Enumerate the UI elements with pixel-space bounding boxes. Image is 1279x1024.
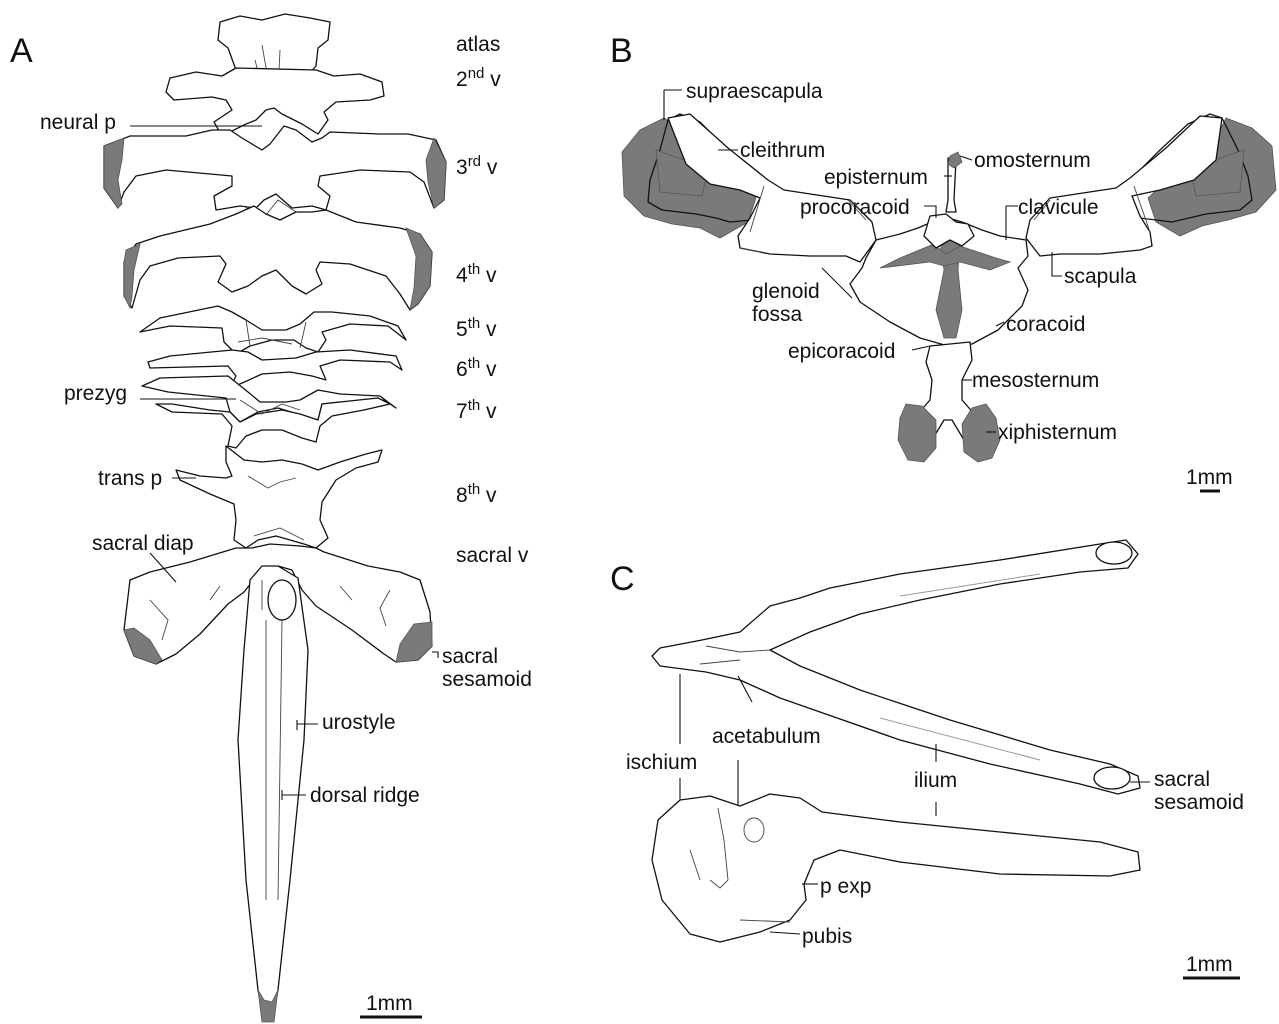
vertebra-label-5: 5th v: [456, 316, 497, 340]
label-sacral-sesamoid-a: sacral sesamoid: [442, 645, 532, 691]
vertebra-label-atlas: atlas: [456, 34, 500, 55]
vertebra-label-2: 2nd v: [456, 66, 501, 90]
label-coracoid: coracoid: [1006, 314, 1085, 335]
vertebral-column-drawing: [104, 14, 446, 1022]
label-epicoracoid: epicoracoid: [788, 341, 895, 362]
vertebra-label-3: 3rd v: [456, 154, 497, 178]
label-acetabulum: acetabulum: [712, 726, 821, 747]
label-clavicule: clavicule: [1018, 197, 1099, 218]
label-procoracoid: procoracoid: [800, 197, 910, 218]
label-omosternum: omosternum: [974, 150, 1091, 171]
label-dorsal-ridge: dorsal ridge: [310, 785, 420, 806]
label-transverse-process: trans p: [98, 468, 162, 489]
label-scapula: scapula: [1064, 266, 1136, 287]
label-xiphisternum: xiphisternum: [998, 422, 1117, 443]
panel-label-a: A: [10, 34, 33, 68]
label-sacral-diapophysis: sacral diap: [92, 533, 194, 554]
label-sacral-sesamoid-c: sacral sesamoid: [1154, 768, 1244, 814]
label-urostyle: urostyle: [322, 712, 396, 733]
vertebra-label-sacral: sacral v: [456, 545, 528, 566]
scale-label-b: 1mm: [1186, 467, 1233, 488]
vertebra-label-7: 7th v: [456, 398, 497, 422]
label-ilium: ilium: [914, 770, 957, 791]
label-mesosternum: mesosternum: [972, 370, 1099, 391]
vertebra-label-8: 8th v: [456, 482, 497, 506]
label-glenoid-fossa: glenoid fossa: [752, 280, 820, 326]
label-episternum: episternum: [824, 167, 928, 188]
label-cleithrum: cleithrum: [740, 140, 825, 161]
vertebra-label-4: 4th v: [456, 262, 497, 286]
scale-label-a: 1mm: [366, 993, 413, 1014]
label-ischium: ischium: [626, 752, 697, 773]
panel-label-c: C: [610, 562, 635, 596]
pectoral-girdle-drawing: [622, 114, 1276, 462]
label-supraescapula: supraescapula: [686, 81, 823, 102]
panel-label-b: B: [610, 34, 633, 68]
label-pubis: pubis: [802, 926, 852, 947]
label-prezygapophysis: prezyg: [64, 383, 127, 404]
label-prepubic-expansion: p exp: [820, 876, 871, 897]
pelvic-girdle-dorsal-drawing: [652, 540, 1140, 794]
pelvic-girdle-lateral-drawing: [652, 794, 1140, 942]
vertebra-label-6: 6th v: [456, 356, 497, 380]
label-neural-process: neural p: [40, 112, 116, 133]
scale-label-c: 1mm: [1186, 954, 1233, 975]
